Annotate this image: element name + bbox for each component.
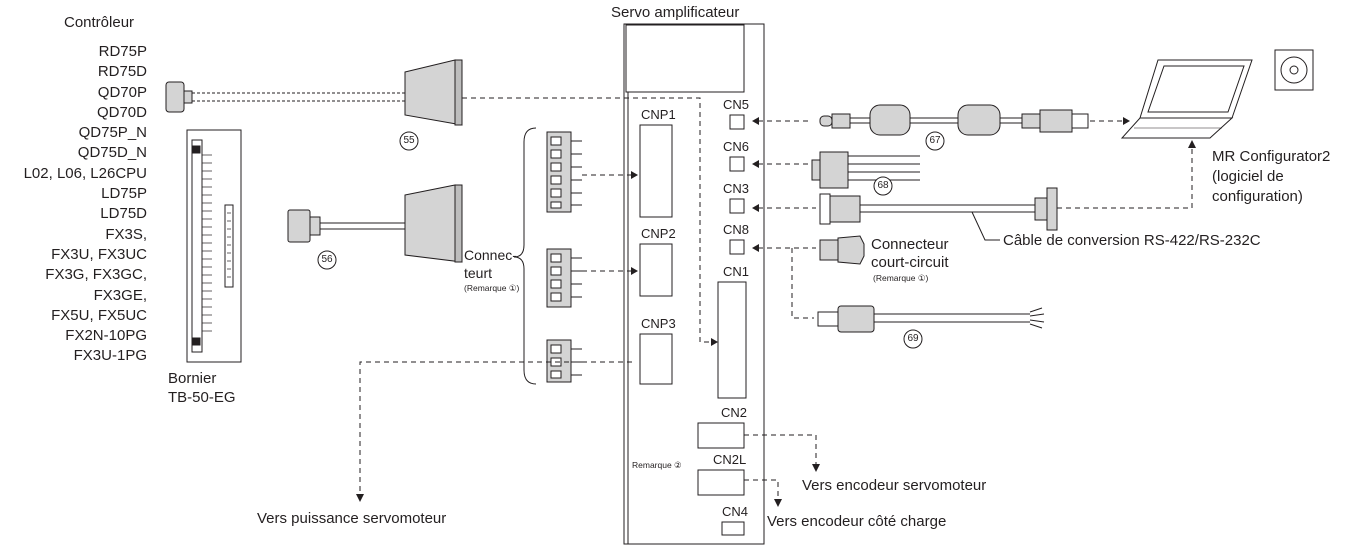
- cable-68-drawing: [811, 151, 920, 189]
- software-label: MR Configurator2: [1212, 148, 1331, 165]
- controller-model: FX3U, FX3UC: [51, 245, 147, 263]
- cn8-label: CN8: [723, 222, 750, 237]
- connector-group-brace: [513, 127, 537, 385]
- cnp2-label: CNP2: [641, 226, 676, 241]
- controller-title: Contrôleur: [64, 14, 135, 31]
- power-connector-plugs: [546, 131, 582, 383]
- cn1-port: [717, 281, 747, 399]
- cnp1-port: [639, 124, 673, 218]
- controller-model: RD75D: [97, 63, 147, 81]
- controller-model: FX5U, FX5UC: [51, 306, 147, 324]
- controller-model: FX3G, FX3GC,: [45, 266, 147, 284]
- controller-model: FX3U-1PG: [73, 347, 147, 365]
- terminal-block-label: Bornier: [168, 370, 217, 387]
- arrowheads: [356, 117, 1196, 507]
- short-circuit-label: Connecteur: [871, 236, 949, 253]
- amplifier-note: Remarque ②: [632, 460, 682, 470]
- cable-number-69: 69: [907, 333, 919, 344]
- cnp1-label: CNP1: [641, 107, 676, 122]
- cn4-label: CN4: [722, 504, 749, 519]
- connection-lines: [359, 97, 1193, 500]
- controller-model: QD75D_N: [77, 144, 147, 162]
- cnp3-port: [639, 333, 673, 385]
- software-label-3: configuration): [1212, 188, 1303, 205]
- cn2-label: CN2: [721, 405, 748, 420]
- cn2l-port: [697, 469, 745, 496]
- controller-model: LD75P: [101, 185, 147, 203]
- cable-number-56: 56: [321, 254, 333, 265]
- cable-number-67: 67: [929, 135, 941, 146]
- cn5-port: [729, 114, 745, 130]
- controller-model: FX3S,: [105, 225, 147, 243]
- cn2l-label: CN2L: [713, 452, 747, 467]
- cn4-port: [721, 521, 745, 536]
- controller-model: QD70D: [96, 103, 147, 121]
- cable-55-drawing: [165, 59, 463, 126]
- controller-model: FX3GE,: [93, 286, 147, 304]
- short-circuit-connector-drawing: [819, 235, 865, 265]
- connector-group-label: Connec-: [464, 247, 517, 263]
- amplifier-title: Servo amplificateur: [611, 4, 740, 21]
- conversion-cable-drawing: [819, 187, 1058, 231]
- laptop-icon: [1120, 59, 1253, 139]
- conversion-cable-leader: [971, 211, 1000, 241]
- cable-number-68: 68: [877, 180, 889, 191]
- connector-group-label-2: teurt: [464, 265, 493, 281]
- cn6-label: CN6: [723, 139, 750, 154]
- destination-load-encoder-label: Vers encodeur côté charge: [767, 513, 947, 530]
- cn8-port: [729, 239, 745, 255]
- connector-group-note: (Remarque ①): [464, 283, 520, 293]
- amplifier-connectors: [639, 114, 747, 536]
- controller-model: LD75D: [100, 205, 147, 223]
- controller-model: QD70P: [97, 83, 147, 101]
- conversion-cable-label: Câble de conversion RS-422/RS-232C: [1003, 232, 1261, 249]
- cd-icon: [1274, 49, 1314, 91]
- destination-encoder-label: Vers encodeur servomoteur: [802, 477, 987, 494]
- cable-56-drawing: [287, 184, 463, 263]
- cnp2-port: [639, 243, 673, 297]
- cn6-port: [729, 156, 745, 172]
- cable-number-55: 55: [403, 135, 415, 146]
- controller-model-list: RD75P RD75D QD70P QD70D QD75P_N QD75D_N …: [0, 42, 147, 367]
- cn3-port: [729, 198, 745, 214]
- cable-69-drawing: [817, 305, 1045, 333]
- cn2-port: [697, 422, 745, 449]
- controller-model: FX2N-10PG: [65, 327, 147, 345]
- controller-model: QD75P_N: [78, 124, 147, 142]
- cable-67-drawing: [819, 104, 1089, 136]
- cable-number-circles: [317, 131, 945, 349]
- cn1-label: CN1: [723, 264, 750, 279]
- controller-model: RD75P: [98, 43, 147, 60]
- short-circuit-label-2: court-circuit: [871, 254, 949, 271]
- cn5-label: CN5: [723, 97, 750, 112]
- destination-power-label: Vers puissance servomoteur: [257, 510, 447, 527]
- software-label-2: (logiciel de: [1212, 168, 1284, 185]
- cnp3-label: CNP3: [641, 316, 676, 331]
- controller-model: L02, L06, L26CPU: [23, 164, 147, 182]
- terminal-block-model: TB-50-EG: [168, 389, 236, 406]
- short-circuit-note: (Remarque ①): [873, 273, 929, 283]
- cn3-label: CN3: [723, 181, 750, 196]
- terminal-block-drawing: [186, 129, 242, 363]
